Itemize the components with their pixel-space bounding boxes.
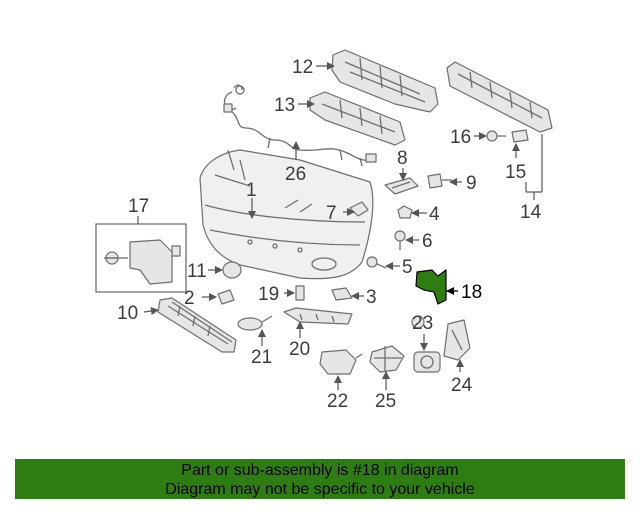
part-info-banner: Part or sub-assembly is #18 in diagram D… xyxy=(15,459,625,499)
callout-labels: 12 13 26 1 8 9 16 15 14 17 7 4 6 5 11 2 … xyxy=(117,57,542,412)
part-18-highlighted xyxy=(415,269,447,305)
part-8-bracket xyxy=(384,177,419,195)
part-24-bracket xyxy=(443,319,471,361)
part-3-retainer xyxy=(331,287,353,301)
part-17-license-bracket xyxy=(95,223,187,293)
banner-line-2: Diagram may not be specific to your vehi… xyxy=(165,481,475,498)
callout-1: 1 xyxy=(246,180,257,201)
callout-6: 6 xyxy=(422,231,433,252)
callout-4: 4 xyxy=(429,204,440,225)
part-4-nut xyxy=(397,205,413,219)
part-10-grille xyxy=(157,297,237,353)
callout-8: 8 xyxy=(397,148,408,169)
part-19-clip xyxy=(295,285,305,301)
callout-19: 19 xyxy=(258,284,279,305)
callout-9: 9 xyxy=(466,173,477,194)
callout-18: 18 xyxy=(461,282,482,303)
callout-16: 16 xyxy=(450,127,471,148)
banner-line-1: Part or sub-assembly is #18 in diagram xyxy=(181,462,459,479)
callout-13: 13 xyxy=(274,95,295,116)
part-26-wire-harness xyxy=(223,84,377,167)
parts-diagram: 12 13 26 1 8 9 16 15 14 17 7 4 6 5 11 2 … xyxy=(95,49,553,412)
callout-23: 23 xyxy=(412,313,433,334)
part-6-screw xyxy=(394,230,406,250)
part-23-sensor xyxy=(411,315,441,373)
part-11-cap xyxy=(222,261,242,279)
callout-11: 11 xyxy=(187,261,207,282)
leader-lines xyxy=(104,62,543,390)
part-25-bracket xyxy=(369,345,405,373)
part-12-absorber xyxy=(331,49,439,113)
part-15-retainer xyxy=(511,129,529,143)
callout-3: 3 xyxy=(366,287,377,308)
callout-20: 20 xyxy=(289,339,310,360)
callout-12: 12 xyxy=(292,57,313,78)
part-1-bumper-cover xyxy=(199,149,374,280)
callout-25: 25 xyxy=(375,391,396,412)
part-5-screw xyxy=(366,256,387,269)
part-13-absorber xyxy=(309,91,406,146)
part-2-clip xyxy=(217,289,235,305)
part-14-reinforcement xyxy=(446,61,553,133)
callout-24: 24 xyxy=(451,375,473,396)
callout-14: 14 xyxy=(520,202,542,223)
callout-2: 2 xyxy=(184,288,195,309)
part-22-sensor xyxy=(319,349,363,375)
callout-17: 17 xyxy=(128,196,149,217)
part-16-bolt xyxy=(486,130,506,142)
callout-10: 10 xyxy=(117,303,138,324)
callout-22: 22 xyxy=(327,391,348,412)
callout-26: 26 xyxy=(285,164,306,185)
part-20-spoiler xyxy=(283,307,353,325)
callout-21: 21 xyxy=(251,347,272,368)
callout-7: 7 xyxy=(326,203,337,224)
part-21-lamp xyxy=(237,315,273,331)
part-9-bolt xyxy=(427,173,452,189)
callout-5: 5 xyxy=(402,257,413,278)
callout-15: 15 xyxy=(505,162,526,183)
